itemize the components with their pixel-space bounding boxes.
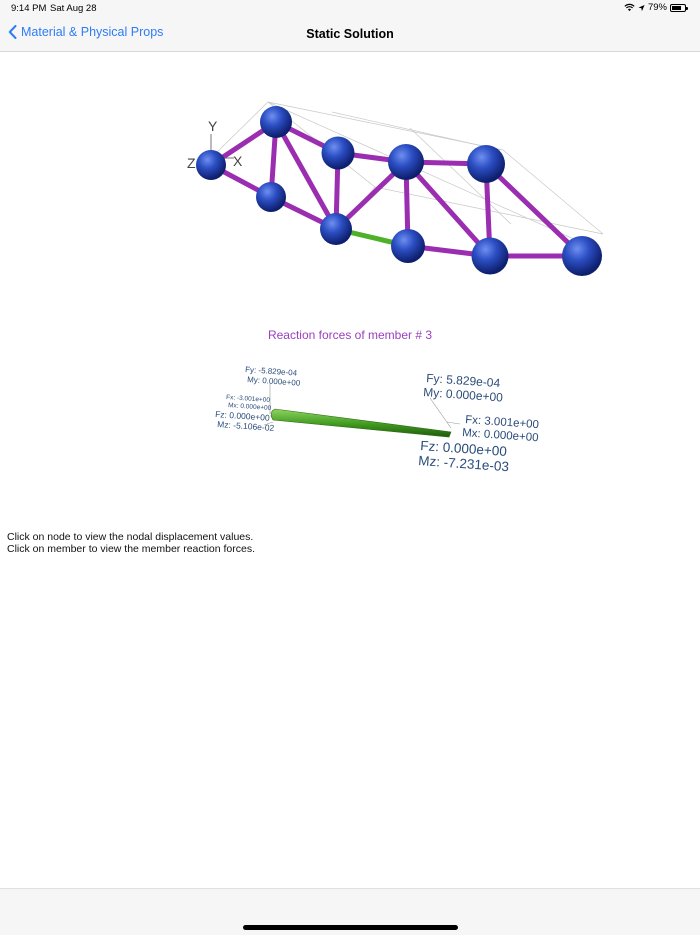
truss-node[interactable] [562,236,602,276]
instruction-line-node: Click on node to view the nodal displace… [7,531,254,543]
selected-member-bar [270,408,452,438]
navigation-bar: Material & Physical Props Static Solutio… [0,17,700,52]
left-mx-label: Mx: 0.000e+00 [228,402,272,412]
left-end-labels: Fy: -5.829e-04 My: 0.000e+00 Fx: -3.001e… [215,365,301,433]
status-time: 9:14 PM [11,3,47,14]
instruction-line-member: Click on member to view the member react… [7,543,256,555]
right-my-label: My: 0.000e+00 [423,385,504,405]
axis-y-label: Y [208,118,218,134]
truss-node[interactable] [196,150,226,180]
axis-x-label: X [233,153,243,169]
right-fz-label: Fz: 0.000e+00 [420,438,508,459]
truss-member[interactable] [273,119,339,232]
truss-node[interactable] [256,182,286,212]
page-title: Static Solution [306,27,394,41]
chevron-left-icon [8,25,17,39]
status-date: Sat Aug 28 [50,3,97,14]
left-my-label: My: 0.000e+00 [247,375,301,388]
truss-node[interactable] [467,145,505,183]
battery-icon [670,3,688,12]
truss-nodes[interactable] [196,106,602,276]
right-mz-label: Mz: -7.231e-03 [418,453,510,474]
right-end-labels: Fy: 5.829e-04 My: 0.000e+00 Fx: 3.001e+0… [418,371,540,474]
battery-percent: 79% [647,2,667,13]
truss-node[interactable] [471,237,509,275]
member-reaction-view: Fy: -5.829e-04 My: 0.000e+00 Fx: -3.001e… [215,365,540,474]
truss-3d-view[interactable]: Y Z X [180,95,620,295]
truss-member[interactable] [483,161,585,259]
location-icon [638,4,645,11]
member-right-end-leader [429,397,461,429]
back-button[interactable]: Material & Physical Props [8,25,163,39]
truss-node[interactable] [320,213,352,245]
truss-node[interactable] [321,136,355,170]
right-fx-label: Fx: 3.001e+00 [465,414,540,431]
status-right: 79% [624,2,688,13]
left-fz-label: Fz: 0.000e+00 [215,409,270,423]
right-mx-label: Mx: 0.000e+00 [462,427,539,444]
axis-z-label: Z [187,155,196,171]
battery-fill [672,5,682,10]
reaction-forces-title: Reaction forces of member # 3 [267,328,433,342]
truss-node[interactable] [388,144,424,180]
wifi-icon [624,3,635,12]
left-fx-label: Fx: -3.001e+00 [226,394,271,404]
truss-node[interactable] [260,106,292,138]
truss-node[interactable] [391,229,425,263]
left-fy-label: Fy: -5.829e-04 [245,365,298,378]
home-indicator [243,925,458,930]
truss-member[interactable] [403,159,493,259]
status-bar: 9:14 PM Sat Aug 28 79% [0,0,700,17]
right-fy-label: Fy: 5.829e-04 [426,371,501,390]
left-mz-label: Mz: -5.106e-02 [217,419,275,433]
back-button-label: Material & Physical Props [21,25,164,39]
instructions: Click on node to view the nodal displace… [7,531,255,555]
